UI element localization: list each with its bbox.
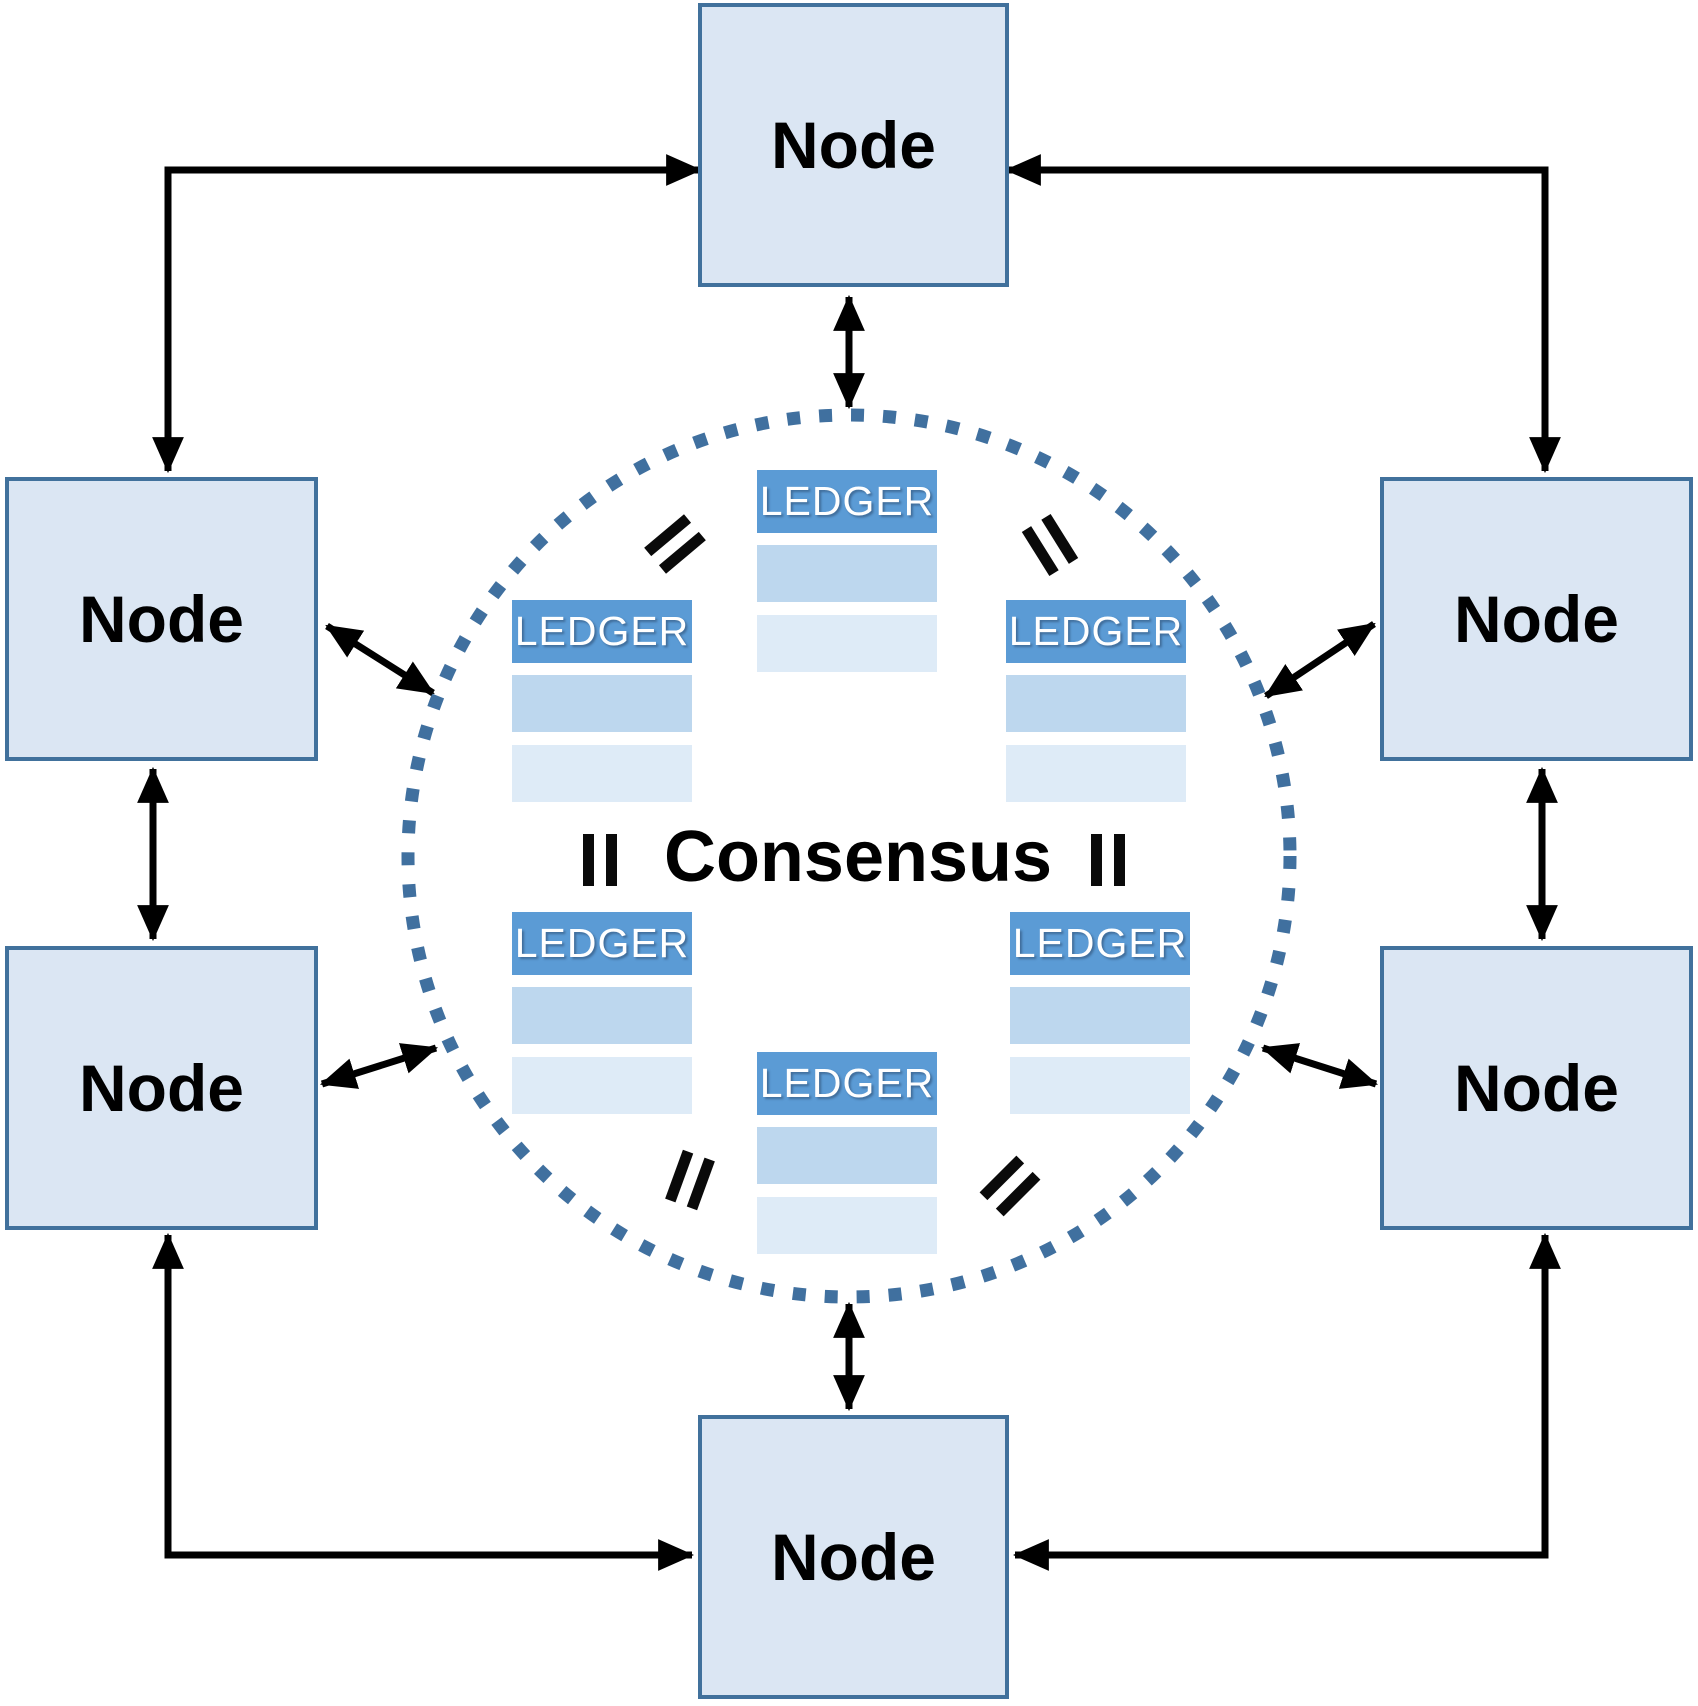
node-box-top: Node — [698, 3, 1009, 287]
ledger-header: LEDGER — [757, 470, 937, 533]
equals-bar — [1091, 834, 1102, 886]
ledger-upper-right: LEDGER — [1006, 600, 1186, 802]
ledger-lower-right: LEDGER — [1010, 912, 1190, 1114]
ledger-header: LEDGER — [512, 912, 692, 975]
arrow-rightupper-to-circle — [1264, 621, 1376, 699]
ledger-row-1 — [757, 1127, 937, 1184]
node-label: Node — [79, 582, 244, 656]
consensus-label: Consensus — [663, 817, 1053, 897]
node-box-left-upper: Node — [5, 477, 318, 761]
ledger-row-1 — [1006, 675, 1186, 732]
ledger-row-1 — [757, 545, 937, 602]
node-label: Node — [79, 1051, 244, 1125]
equals-sign-mid-left — [583, 834, 617, 886]
ledger-row-1 — [1010, 987, 1190, 1044]
arrow-rightlower-to-circle — [1260, 1043, 1379, 1089]
ledger-row-1 — [512, 987, 692, 1044]
ledger-row-2 — [1010, 1057, 1190, 1114]
consensus-circle — [401, 408, 1297, 1304]
arrow-top-to-rightupper — [1004, 154, 1561, 474]
ledger-header: LEDGER — [757, 1052, 937, 1115]
node-box-right-lower: Node — [1380, 946, 1693, 1230]
equals-sign-mid-right — [1091, 834, 1125, 886]
equals-bar — [583, 834, 594, 886]
ledger-row-2 — [512, 745, 692, 802]
ledger-lower-left: LEDGER — [512, 912, 692, 1114]
ledger-row-1 — [512, 675, 692, 732]
node-label: Node — [1454, 1051, 1619, 1125]
node-label: Node — [1454, 582, 1619, 656]
node-box-bottom: Node — [698, 1415, 1009, 1699]
ledger-bottom: LEDGER — [757, 1052, 937, 1254]
ledger-header: LEDGER — [1010, 912, 1190, 975]
equals-bar — [606, 834, 617, 886]
ledger-upper-left: LEDGER — [512, 600, 692, 802]
equals-bar — [1114, 834, 1125, 886]
ledger-row-2 — [757, 1197, 937, 1254]
node-label: Node — [771, 1520, 936, 1594]
arrow-rightlower-to-bottom — [1012, 1232, 1561, 1571]
node-label: Node — [771, 108, 936, 182]
node-box-left-lower: Node — [5, 946, 318, 1230]
arrow-top-to-leftupper — [152, 154, 703, 474]
ledger-row-2 — [512, 1057, 692, 1114]
node-box-right-upper: Node — [1380, 477, 1693, 761]
ledger-top: LEDGER — [757, 470, 937, 672]
arrow-leftupper-to-circle — [325, 623, 435, 696]
ledger-row-2 — [757, 615, 937, 672]
ledger-row-2 — [1006, 745, 1186, 802]
arrow-leftlower-to-bottom — [152, 1232, 695, 1571]
arrow-leftlower-to-circle — [319, 1043, 439, 1089]
ledger-header: LEDGER — [512, 600, 692, 663]
ledger-header: LEDGER — [1006, 600, 1186, 663]
